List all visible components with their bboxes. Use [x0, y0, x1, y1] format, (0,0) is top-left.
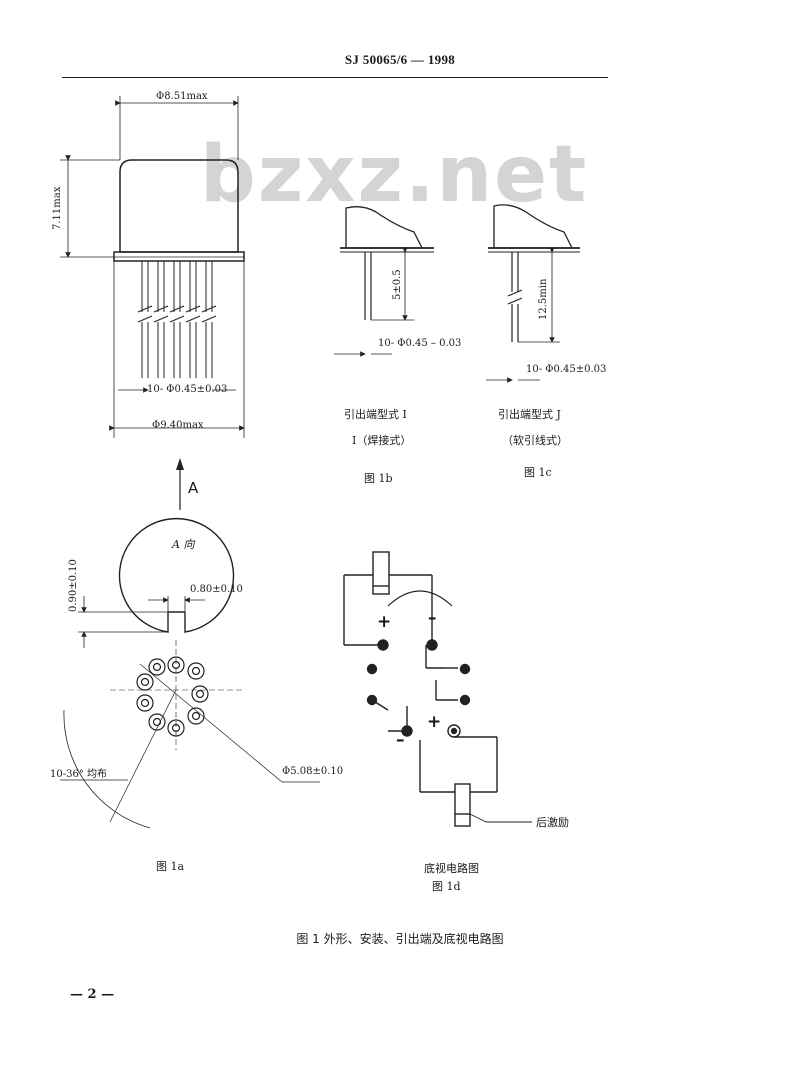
coil-label: 后激励	[536, 816, 569, 829]
dim-tab-height: 0.90±0.10	[68, 559, 79, 612]
caption-1b: 图 1b	[364, 472, 393, 485]
view-arrow-label: A	[188, 479, 199, 497]
dim-pins-main: 10- Φ0.45±0.03	[147, 384, 228, 395]
label-1b-line2: I（焊接式）	[352, 434, 412, 447]
watermark: bzxz.net	[200, 130, 589, 220]
terminal-type-j-drawing	[486, 204, 580, 383]
polarity-plus-top: +	[377, 612, 392, 632]
label-1c-line1: 引出端型式 J	[498, 408, 561, 421]
dim-height: 7.11max	[52, 186, 63, 230]
dim-length-1b: 5±0.5	[392, 269, 403, 300]
caption-1a: 图 1a	[156, 860, 185, 873]
dim-pins-1c: 10- Φ0.45±0.03	[526, 364, 607, 375]
terminal-type-i-drawing	[334, 206, 434, 357]
view-a-label: A 向	[172, 538, 195, 551]
circuit-diagram	[343, 551, 532, 827]
page-header: SJ 50065/6 — 1998	[344, 52, 456, 67]
label-1c-line2: （软引线式）	[502, 434, 568, 447]
circuit-title: 底视电路图	[424, 862, 479, 875]
polarity-plus-bottom: +	[427, 712, 442, 732]
caption-1d: 图 1d	[432, 880, 461, 893]
dim-top-diameter: Φ8.51max	[156, 91, 208, 102]
dim-tab-width: 0.80±0.10	[190, 584, 243, 595]
dim-angle: 10-36° 均布	[50, 769, 108, 780]
dim-pins-1b: 10- Φ0.45 – 0.03	[378, 338, 462, 349]
figure-title: 图 1 外形、安装、引出端及底视电路图	[296, 932, 504, 946]
caption-1c: 图 1c	[524, 466, 552, 479]
bottom-view-drawing	[60, 518, 320, 829]
relay-side-view	[60, 96, 245, 510]
polarity-minus-bottom: –	[396, 730, 405, 750]
bottom-view-pins	[136, 656, 209, 737]
dim-length-1c: 12.5min	[538, 278, 549, 320]
dim-pcd: Φ5.08±0.10	[282, 766, 344, 777]
page-number: — 2 —	[70, 987, 115, 1002]
label-1b-line1: 引出端型式 I	[344, 408, 407, 421]
polarity-minus-top: –	[428, 608, 437, 628]
header-rule	[62, 77, 608, 78]
dim-base-diameter: Φ9.40max	[152, 420, 204, 431]
